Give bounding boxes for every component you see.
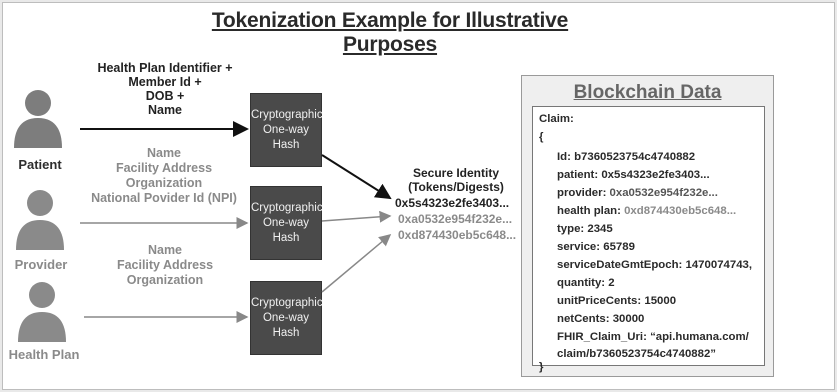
patient-field: Health Plan Identifier + bbox=[97, 61, 233, 75]
field-value: claim/b7360523754c4740882” bbox=[557, 348, 716, 360]
patient-fields: Health Plan Identifier + Member Id + DOB… bbox=[80, 61, 250, 117]
field-key: patient: bbox=[557, 169, 599, 181]
healthplan-token-arrow bbox=[321, 234, 392, 293]
patient-person-icon bbox=[14, 90, 62, 148]
claim-field-health-plan: health plan: 0xd874430eb5c648... bbox=[557, 205, 736, 217]
healthplan-field: Name bbox=[147, 243, 183, 257]
claim-field-quantity: quantity: 2 bbox=[557, 277, 615, 289]
field-value: 0xa0532e954f232e... bbox=[609, 187, 718, 199]
claim-field-service: service: 65789 bbox=[557, 241, 635, 253]
hash-box-provider: Cryptographic One-way Hash bbox=[250, 186, 323, 260]
page-title: Tokenization Example for Illustrative Pu… bbox=[211, 9, 569, 56]
field-value: 1470074743, bbox=[685, 259, 753, 271]
field-value: 2345 bbox=[587, 223, 613, 235]
hash-box-healthplan: Cryptographic One-way Hash bbox=[250, 281, 323, 355]
secure-identity-line: Secure Identity bbox=[412, 166, 500, 180]
blockchain-panel: Blockchain Data Claim: { Id: b7360523754… bbox=[521, 75, 774, 377]
field-value: 0x5s4323e2fe3403... bbox=[601, 169, 710, 181]
hash-label: Hash bbox=[272, 138, 300, 151]
provider-field: Facility Address bbox=[115, 161, 213, 175]
claim-field-provider: provider: 0xa0532e954f232e... bbox=[557, 187, 718, 199]
close-brace: } bbox=[539, 361, 544, 373]
claim-field-unit-price: unitPriceCents: 15000 bbox=[557, 295, 676, 307]
provider-person-icon bbox=[16, 190, 64, 250]
field-key: quantity: bbox=[557, 277, 606, 289]
hash-box-patient: Cryptographic One-way Hash bbox=[250, 93, 323, 167]
hash-label: Cryptographic bbox=[251, 296, 323, 309]
hash-label: One-way bbox=[262, 123, 310, 136]
patient-label: Patient bbox=[18, 157, 62, 172]
blockchain-title: Blockchain Data bbox=[573, 82, 722, 103]
field-key: FHIR_Claim_Uri: bbox=[557, 331, 647, 343]
hash-label: Cryptographic bbox=[251, 108, 323, 121]
hash-label: Hash bbox=[272, 231, 300, 244]
patient-token-arrow bbox=[321, 154, 392, 200]
healthplan-fields: Name Facility Address Organization bbox=[85, 243, 245, 288]
claim-field-id: Id: b7360523754c4740882 bbox=[557, 151, 695, 163]
claim-field-patient: patient: 0x5s4323e2fe3403... bbox=[557, 169, 710, 181]
health-plan-label: Health Plan bbox=[8, 347, 80, 362]
field-key: type: bbox=[557, 223, 585, 235]
secure-identity-line: (Tokens/Digests) bbox=[408, 180, 504, 194]
patient-field: Member Id + bbox=[128, 75, 202, 89]
claim-field-net-cents: netCents: 30000 bbox=[557, 313, 644, 325]
open-brace: { bbox=[539, 131, 544, 143]
field-key: service: bbox=[557, 241, 601, 253]
provider-field: National Povider Id (NPI) bbox=[91, 191, 237, 205]
field-value: 0xd874430eb5c648... bbox=[624, 205, 737, 217]
provider-label: Provider bbox=[14, 257, 68, 272]
claim-field-service-date: serviceDateGmtEpoch: 1470074743, bbox=[557, 259, 752, 271]
token-patient: 0x5s4323e2fe3403... bbox=[395, 196, 510, 210]
claim-label: Claim: bbox=[539, 113, 574, 125]
patient-field: DOB + bbox=[145, 89, 185, 103]
health-plan-person-icon bbox=[18, 282, 66, 342]
token-healthplan: 0xd874430eb5c648... bbox=[398, 228, 517, 242]
field-value: 30000 bbox=[612, 313, 645, 325]
hash-label: Cryptographic bbox=[251, 201, 323, 214]
token-provider: 0xa0532e954f232e... bbox=[398, 212, 513, 226]
healthplan-field: Facility Address bbox=[116, 258, 214, 272]
field-key: Id: bbox=[557, 151, 571, 163]
field-value: 15000 bbox=[644, 295, 677, 307]
field-key: netCents: bbox=[557, 313, 610, 325]
claim-field-fhir-uri: FHIR_Claim_Uri: “api.humana.com/ bbox=[557, 331, 749, 343]
field-value: b7360523754c4740882 bbox=[574, 151, 696, 163]
claim-field-type: type: 2345 bbox=[557, 223, 613, 235]
healthplan-field: Organization bbox=[126, 273, 204, 287]
provider-fields: Name Facility Address Organization Natio… bbox=[80, 146, 248, 206]
field-value: 2 bbox=[608, 277, 615, 289]
claim-record: Claim: { Id: b7360523754c4740882 patient… bbox=[532, 106, 765, 366]
hash-label: One-way bbox=[262, 311, 310, 324]
secure-identity-title: Secure Identity (Tokens/Digests) bbox=[396, 166, 516, 194]
field-key: health plan: bbox=[557, 205, 621, 217]
provider-field: Organization bbox=[125, 176, 203, 190]
claim-field-fhir-uri-cont: claim/b7360523754c4740882” bbox=[557, 348, 716, 360]
provider-token-arrow bbox=[321, 210, 392, 223]
field-key: unitPriceCents: bbox=[557, 295, 642, 307]
field-key: provider: bbox=[557, 187, 607, 199]
hash-label: One-way bbox=[262, 216, 310, 229]
patient-field: Name bbox=[147, 103, 183, 117]
field-value: 65789 bbox=[603, 241, 635, 253]
field-key: serviceDateGmtEpoch: bbox=[557, 259, 683, 271]
field-value: “api.humana.com/ bbox=[650, 331, 749, 343]
provider-field: Name bbox=[146, 146, 182, 160]
hash-label: Hash bbox=[272, 326, 300, 339]
